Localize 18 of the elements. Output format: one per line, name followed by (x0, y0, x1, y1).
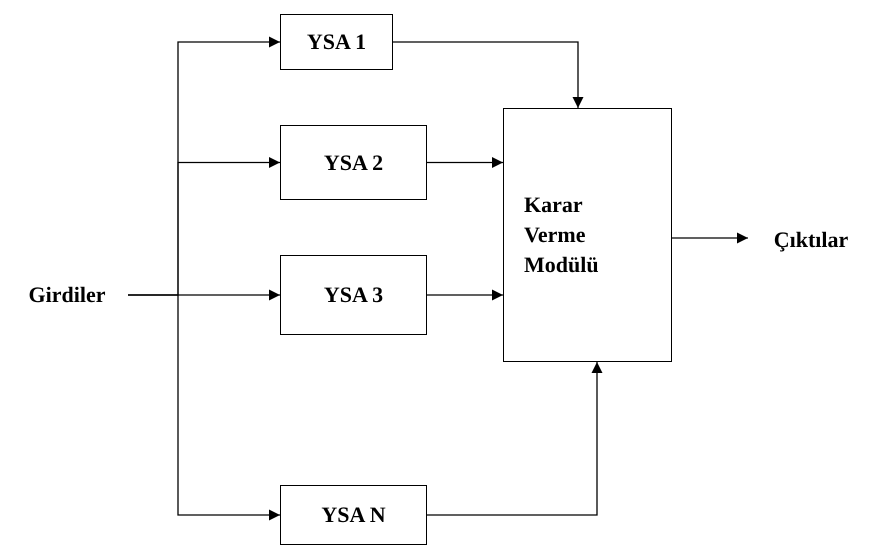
process-box (280, 125, 427, 200)
process-box (280, 255, 427, 335)
box-label: Karar Verme Modülü (524, 191, 600, 279)
box-label: YSA 2 (324, 150, 384, 176)
process-box (280, 485, 427, 545)
process-box (280, 14, 393, 70)
box-label: YSA N (321, 502, 386, 528)
output-label: Çıktılar (774, 227, 848, 253)
arrow (128, 294, 280, 520)
box-label: YSA 3 (324, 282, 384, 308)
arrow (393, 41, 584, 108)
input-label: Girdiler (28, 282, 106, 308)
decision-module-box (503, 108, 672, 362)
arrow (427, 362, 602, 516)
arrow (427, 157, 503, 168)
arrow (672, 232, 748, 244)
arrow (427, 290, 503, 300)
box-label: YSA 1 (306, 29, 366, 55)
